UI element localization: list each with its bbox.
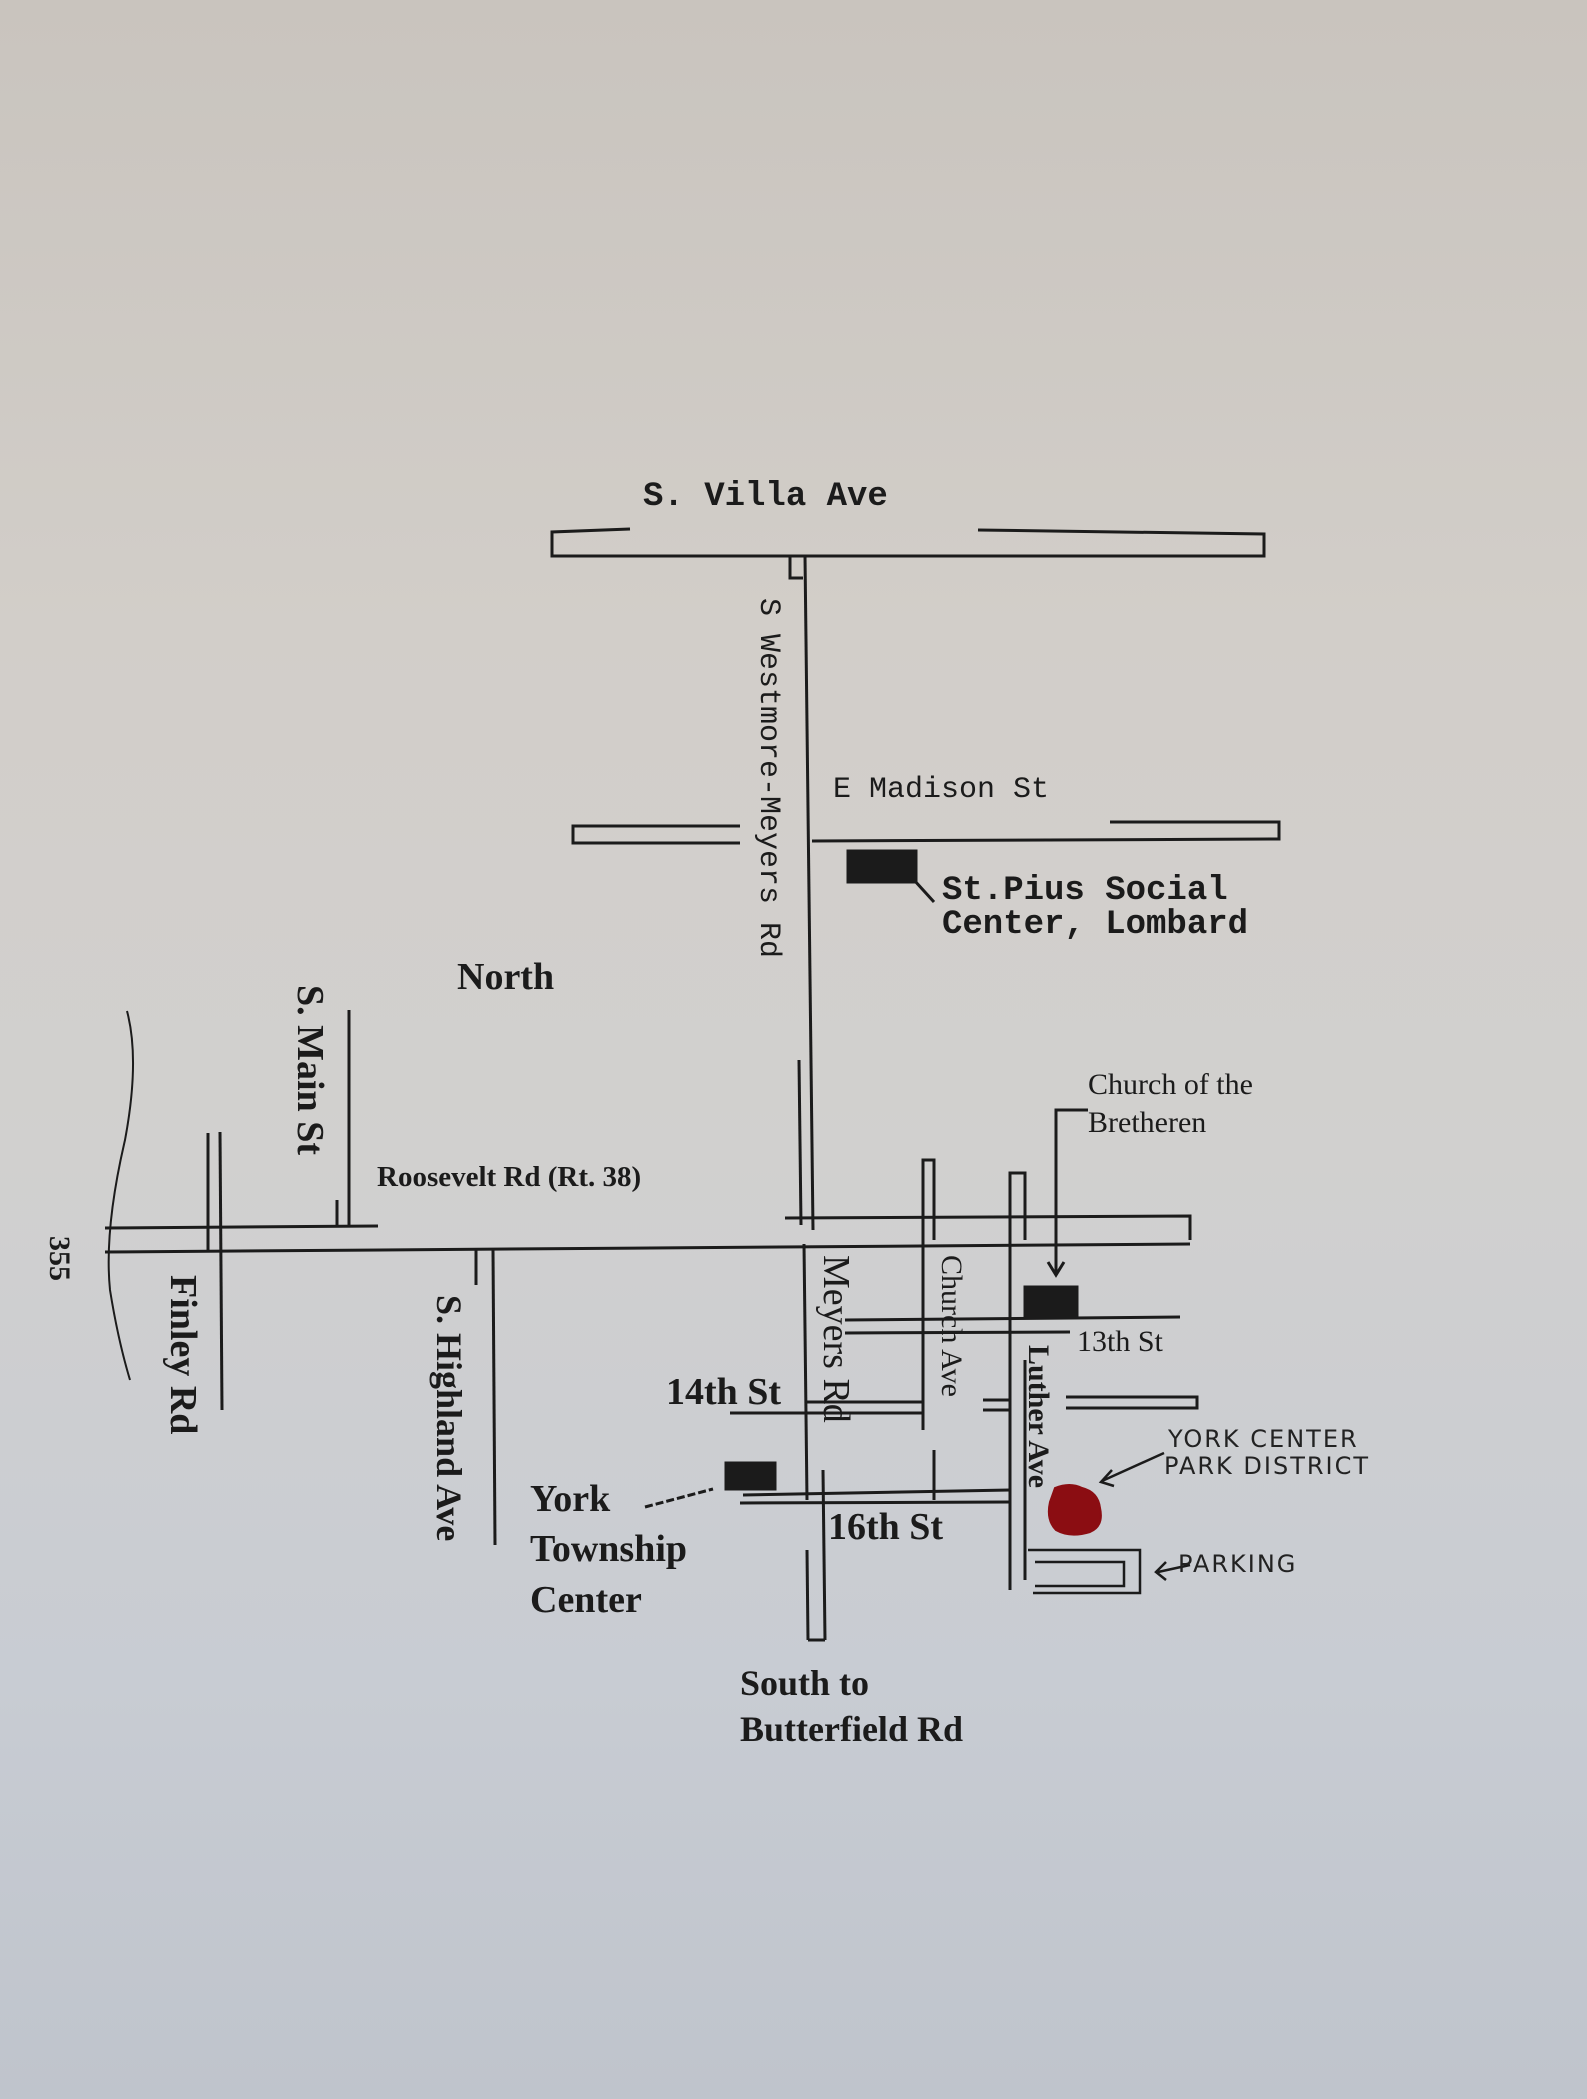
label-church-ave: Church Ave — [935, 1255, 968, 1397]
label-st-pius-1: St.Pius Social — [942, 872, 1228, 910]
label-south-2: Butterfield Rd — [740, 1709, 963, 1749]
road-westmore-meyers — [788, 555, 815, 1231]
label-route-355: 355 — [43, 1236, 76, 1281]
handwritten-park-1: YORK CENTER — [1168, 1425, 1359, 1453]
road-roosevelt — [104, 1214, 1192, 1254]
label-north: North — [457, 956, 555, 998]
label-villa-ave: S. Villa Ave — [643, 478, 888, 516]
park-arrow — [1098, 1451, 1165, 1488]
road-madison-st — [571, 820, 1281, 845]
label-luther-ave: Luther Ave — [1022, 1345, 1055, 1489]
label-church-2: Bretheren — [1088, 1106, 1207, 1139]
road-luther-ave — [1008, 1171, 1027, 1590]
label-roosevelt: Roosevelt Rd (Rt. 38) — [377, 1161, 642, 1193]
label-13th-st: 13th St — [1077, 1325, 1163, 1358]
building-york-township — [644, 1461, 777, 1509]
handwritten-park-2: PARK DISTRICT — [1164, 1452, 1371, 1480]
label-meyers-rd: Meyers Rd — [815, 1255, 857, 1423]
road-highland — [474, 1249, 497, 1546]
road-meyers — [802, 1243, 827, 1642]
route-355-curve — [107, 1010, 134, 1381]
label-york-3: Center — [530, 1579, 642, 1621]
label-14th-st: 14th St — [666, 1371, 782, 1413]
label-westmore-meyers: S Westmore-Meyers Rd — [751, 598, 785, 959]
label-16th-st: 16th St — [828, 1506, 944, 1548]
building-st-pius — [846, 849, 936, 904]
park-district-marker — [1047, 1484, 1102, 1536]
road-villa-ave — [550, 527, 1266, 558]
label-st-pius-2: Center, Lombard — [942, 906, 1249, 944]
label-highland-ave: S. Highland Ave — [429, 1295, 469, 1542]
road-main-st — [335, 1010, 351, 1226]
label-york-2: Township — [530, 1528, 688, 1570]
label-main-st: S. Main St — [289, 985, 331, 1155]
road-13th-st — [844, 1315, 1181, 1335]
label-south-1: South to — [740, 1663, 870, 1703]
road-church-ave — [921, 1158, 936, 1500]
label-madison-st: E Madison St — [833, 773, 1050, 807]
handwritten-parking: PARKING — [1178, 1550, 1298, 1578]
parking-lot — [1028, 1548, 1191, 1595]
label-finley-rd: Finley Rd — [162, 1275, 204, 1435]
road-14th-st — [730, 1395, 1199, 1415]
road-16th-st — [739, 1488, 1011, 1505]
building-church-bretheren — [1023, 1108, 1088, 1318]
label-york-1: York — [530, 1478, 611, 1520]
label-church-1: Church of the — [1088, 1068, 1253, 1101]
road-finley — [206, 1131, 224, 1411]
